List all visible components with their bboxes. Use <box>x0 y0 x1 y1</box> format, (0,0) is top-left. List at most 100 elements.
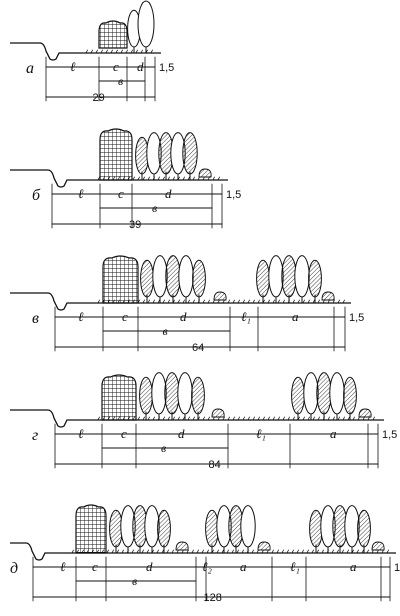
deciduous-tree-icon <box>343 376 357 421</box>
small-shrub-icon <box>175 541 189 551</box>
deciduous-tree-icon <box>127 9 141 54</box>
deciduous-tree-icon <box>320 505 336 554</box>
deciduous-tree-icon <box>281 255 297 304</box>
deciduous-tree-icon <box>344 505 360 554</box>
deciduous-tree-icon <box>152 255 168 304</box>
segment-label: а <box>350 559 357 574</box>
ground-profile <box>10 409 384 428</box>
deciduous-tree-icon <box>228 505 244 554</box>
segment-label: с <box>113 59 119 74</box>
segment-label: d <box>137 59 144 74</box>
dense-shrub-crown-icon <box>102 255 139 304</box>
width-label: в <box>132 574 137 588</box>
segment-label: ℓ₁ <box>256 426 266 441</box>
deciduous-tree-icon <box>291 376 305 421</box>
diagram-row: б ℓ с dв 1,5 39 <box>10 128 241 231</box>
deciduous-tree-icon <box>139 376 153 421</box>
width-label: в <box>161 441 166 455</box>
deciduous-tree-icon <box>109 509 123 554</box>
deciduous-tree-icon <box>178 255 194 304</box>
total-width-label: 128 <box>204 592 222 604</box>
deciduous-tree-icon <box>191 376 205 421</box>
edge-width-label: 1,5 <box>159 62 174 74</box>
segment-label: ℓ <box>60 559 66 574</box>
deciduous-tree-icon <box>140 259 154 304</box>
small-shrub-icon <box>371 541 385 551</box>
deciduous-tree-icon <box>205 509 219 554</box>
deciduous-tree-icon <box>294 255 310 304</box>
dense-shrub-crown-icon <box>99 128 133 181</box>
dense-shrub-crown-icon <box>98 20 128 49</box>
deciduous-tree-icon <box>182 132 198 181</box>
width-label: в <box>118 74 123 88</box>
segment-label: d <box>165 186 172 201</box>
deciduous-tree-icon <box>256 259 270 304</box>
total-width-label: 39 <box>129 219 141 231</box>
deciduous-tree-icon <box>157 509 171 554</box>
row-label: г <box>32 427 38 444</box>
small-shrub-icon <box>257 541 271 551</box>
deciduous-tree-icon <box>268 255 284 304</box>
edge-width-label: 1,5 <box>394 562 400 574</box>
segment-label: с <box>121 426 127 441</box>
segment-label: d <box>180 309 187 324</box>
row-label: д <box>10 560 18 577</box>
segment-label: а <box>240 559 247 574</box>
segment-label: а <box>292 309 299 324</box>
deciduous-tree-icon <box>135 136 149 181</box>
deciduous-tree-icon <box>316 372 332 421</box>
ground-profile <box>10 42 161 61</box>
segment-label: ℓ <box>78 186 84 201</box>
segment-label: а <box>330 426 337 441</box>
ground-profile <box>10 292 351 311</box>
segment-label: d <box>146 559 153 574</box>
edge-width-label: 1,5 <box>349 312 364 324</box>
segment-label: ℓ <box>78 309 84 324</box>
total-width-label: 64 <box>192 342 204 354</box>
row-label: в <box>32 310 39 327</box>
small-shrub-icon <box>213 291 227 301</box>
dense-shrub-crown-icon <box>75 504 107 554</box>
segment-label: ℓ <box>78 426 84 441</box>
deciduous-tree-icon <box>164 372 180 421</box>
deciduous-tree-icon <box>308 259 322 304</box>
deciduous-tree-icon <box>329 372 345 421</box>
deciduous-tree-icon <box>303 372 319 421</box>
segment-label: ℓ₁ <box>241 309 251 324</box>
small-shrub-icon <box>198 168 212 178</box>
row-label: б <box>32 187 41 204</box>
deciduous-tree-icon <box>144 505 160 554</box>
width-label: в <box>152 201 157 215</box>
width-label: в <box>163 324 168 338</box>
small-shrub-icon <box>358 408 372 418</box>
deciduous-tree-icon <box>240 505 256 554</box>
deciduous-tree-icon <box>309 509 323 554</box>
edge-width-label: 1,5 <box>382 429 397 441</box>
small-shrub-icon <box>321 291 335 301</box>
row-label: а <box>26 60 34 77</box>
diagram-row: г ℓ с d ℓ₁ а в 1,5 84 <box>10 372 397 471</box>
deciduous-tree-icon <box>192 259 206 304</box>
segment-label: ℓ <box>70 59 76 74</box>
total-width-label: 84 <box>209 459 221 471</box>
segment-label: с <box>118 186 124 201</box>
dense-shrub-crown-icon <box>101 374 137 421</box>
deciduous-tree-icon <box>177 372 193 421</box>
segment-label: с <box>92 559 98 574</box>
segment-label: с <box>122 309 128 324</box>
deciduous-tree-icon <box>165 255 181 304</box>
diagram-row: в ℓ с d ℓ₁ а в 1,5 64 <box>10 255 364 354</box>
ground-profile <box>10 542 396 561</box>
segment-label: d <box>178 426 185 441</box>
deciduous-tree-icon <box>151 372 167 421</box>
deciduous-tree-icon <box>357 509 371 554</box>
deciduous-tree-icon <box>137 0 155 54</box>
small-shrub-icon <box>211 408 225 418</box>
segment-label: ℓ₂ <box>202 559 212 574</box>
ground-profile <box>10 169 228 188</box>
edge-width-label: 1,5 <box>226 189 241 201</box>
